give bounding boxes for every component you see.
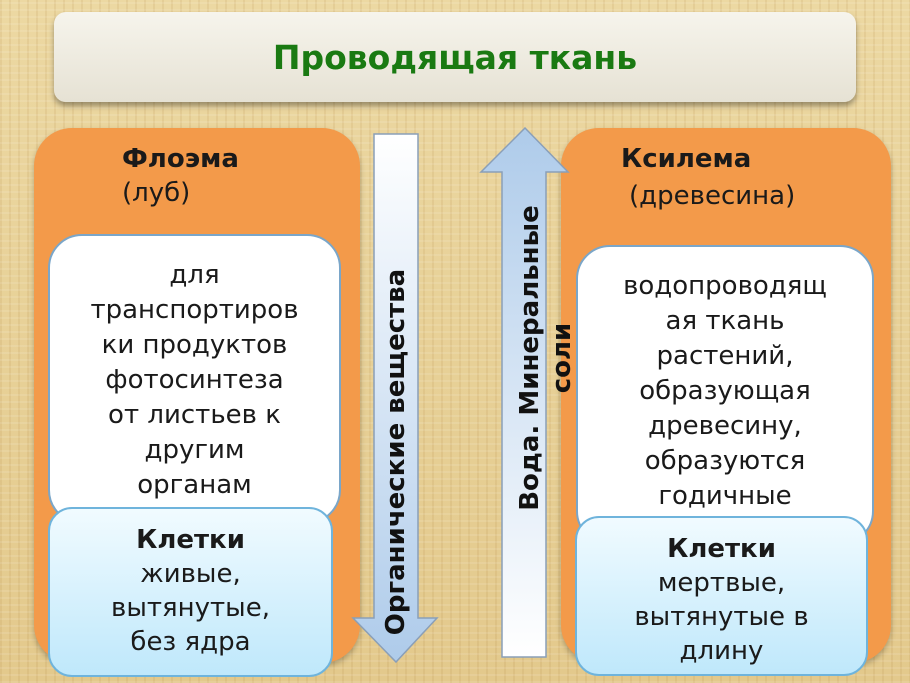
xylem-cells-line: вытянутые в: [634, 602, 809, 632]
phloem-description: для транспортиров ки продуктов фотосинте…: [48, 234, 341, 524]
xylem-desc-line: образующая: [639, 376, 811, 406]
phloem-cells-line: живые,: [140, 559, 241, 589]
phloem-desc-line: другим: [144, 435, 245, 465]
phloem-cells-title: Клетки: [136, 525, 245, 555]
phloem-title: Флоэма: [122, 144, 239, 174]
xylem-desc-line: водопроводящ: [623, 271, 827, 301]
phloem-desc-line: ки продуктов: [101, 330, 288, 360]
xylem-description: водопроводящ ая ткань растений, образующ…: [576, 245, 874, 545]
xylem-cells-title: Клетки: [667, 534, 776, 564]
arrow-up-label: Вода. Минеральные соли: [514, 205, 578, 511]
page-title: Проводящая ткань: [272, 37, 638, 77]
phloem-desc-line: от листьев к: [108, 400, 281, 430]
phloem-desc-line: органам: [137, 470, 252, 500]
xylem-cells-line: длину: [679, 636, 764, 666]
arrow-up-text-line1: Вода. Минеральные: [515, 205, 545, 511]
arrow-down-text: Органические вещества: [381, 268, 411, 636]
xylem-desc-line: ая ткань: [665, 306, 785, 336]
xylem-desc-line: древесину,: [648, 411, 802, 441]
phloem-subtitle: (луб): [122, 178, 191, 208]
xylem-desc-line: образуются: [644, 446, 806, 476]
xylem-subtitle: (древесина): [629, 181, 796, 211]
arrow-down-label: Органические вещества: [380, 269, 412, 635]
xylem-cells-line: мертвые,: [657, 568, 786, 598]
xylem-cells-box: Клетки мертвые, вытянутые в длину: [575, 516, 868, 676]
phloem-desc-line: транспортиров: [90, 295, 299, 325]
xylem-desc-line: годичные: [658, 481, 792, 511]
xylem-title: Ксилема: [621, 144, 752, 174]
phloem-desc-line: фотосинтеза: [105, 365, 284, 395]
phloem-cells-box: Клетки живые, вытянутые, без ядра: [48, 507, 333, 677]
title-bar: Проводящая ткань: [54, 12, 856, 102]
phloem-cells-line: без ядра: [130, 627, 251, 657]
phloem-desc-line: для: [169, 260, 220, 290]
phloem-cells-line: вытянутые,: [111, 593, 270, 623]
arrow-up-text-line2: соли: [547, 322, 577, 394]
xylem-desc-line: растений,: [656, 341, 794, 371]
